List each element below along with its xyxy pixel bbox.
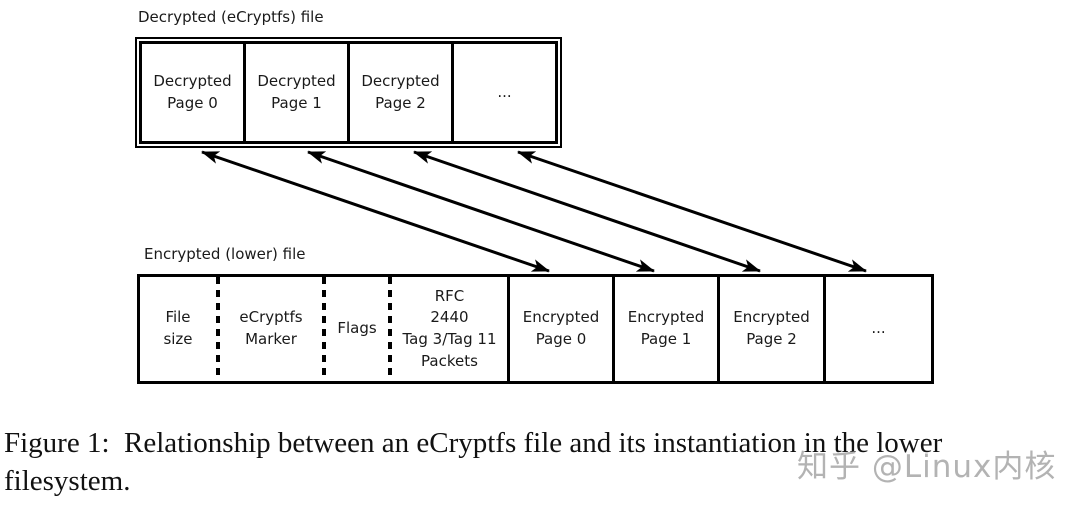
figure-caption-line1: Figure 1: Relationship between an eCrypt…: [4, 427, 943, 459]
decrypted-page-0-cell: Decrypted Page 0: [139, 41, 246, 144]
decrypted-page-2-cell: Decrypted Page 2: [347, 41, 454, 144]
decrypted-page-1-cell: Decrypted Page 1: [243, 41, 350, 144]
solid-divider: [717, 277, 720, 381]
encrypted-ellipsis-cell: ...: [871, 319, 886, 338]
encrypted-page-1-cell: Encrypted Page 1: [627, 308, 705, 348]
decrypted-file-label: Decrypted (eCryptfs) file: [138, 8, 324, 26]
solid-divider: [507, 277, 510, 381]
mapping-arrow-page1: [307, 150, 655, 273]
rfc2440-packets-cell: RFC 2440 Tag 3/Tag 11 Packets: [402, 286, 497, 370]
flags-cell: Flags: [337, 319, 377, 338]
encrypted-file-label: Encrypted (lower) file: [144, 245, 306, 263]
dashed-divider: [216, 277, 220, 381]
dashed-divider: [388, 277, 392, 381]
decrypted-ellipsis-cell: ...: [451, 41, 558, 144]
file-size-cell: File size: [163, 308, 193, 348]
mapping-arrow-ellipsis: [517, 150, 867, 273]
figure-caption: Figure 1: Relationship between an eCrypt…: [4, 424, 942, 500]
encrypted-file-box: File size eCryptfs Marker Flags RFC 2440…: [137, 274, 934, 384]
encrypted-page-2-cell: Encrypted Page 2: [733, 308, 810, 348]
ecryptfs-marker-cell: eCryptfs Marker: [239, 308, 303, 348]
dashed-divider: [322, 277, 326, 381]
solid-divider: [823, 277, 826, 381]
encrypted-page-0-cell: Encrypted Page 0: [522, 308, 600, 348]
figure-caption-line2: filesystem.: [4, 465, 131, 497]
zhihu-watermark: 知乎 @Linux内核: [797, 449, 1057, 485]
mapping-arrow-page2: [413, 150, 761, 273]
decrypted-file-box: Decrypted Page 0 Decrypted Page 1 Decryp…: [135, 37, 562, 148]
solid-divider: [612, 277, 615, 381]
